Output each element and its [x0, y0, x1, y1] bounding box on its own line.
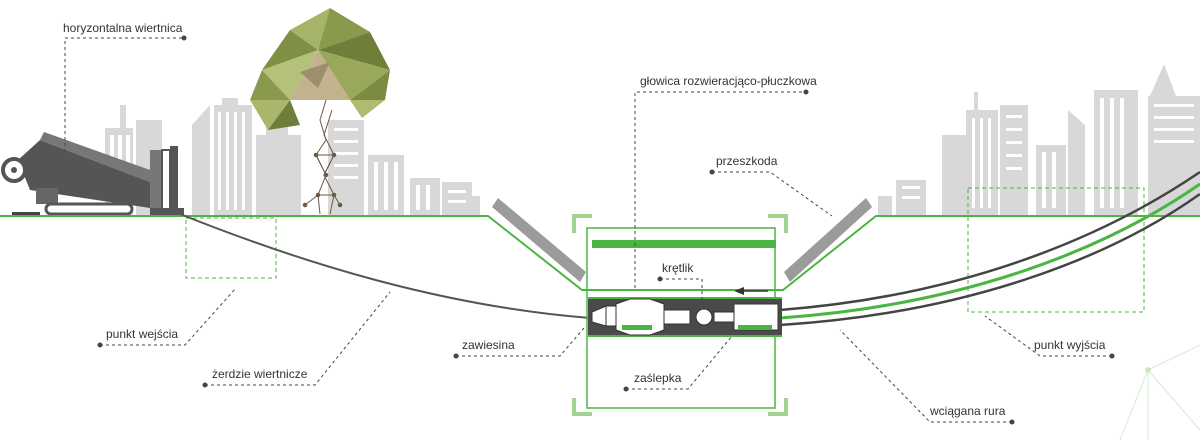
label-plug: zaślepka [634, 371, 682, 385]
exit-zone-box [967, 187, 1145, 313]
pulled-pipe-green [779, 182, 1200, 320]
leader-lines [64, 35, 1115, 425]
label-entry-point: punkt wejścia [106, 327, 178, 341]
reamer-green-mark [622, 325, 652, 330]
label-obstacle: przeszkoda [716, 154, 778, 168]
ground-line [0, 215, 1200, 291]
label-pulled-pipe: wciągana rura [929, 404, 1006, 418]
bore-tunnel [588, 297, 782, 337]
label-drill-rig: horyzontalna wiertnica [63, 21, 183, 35]
city-skyline-right-icon [878, 64, 1200, 216]
label-reamer: głowica rozwieracjąco-płuczkowa [640, 74, 817, 88]
drill-rods-line [179, 213, 591, 319]
obstacle-bar-left [492, 198, 586, 282]
plug-green-mark [738, 325, 772, 330]
low-poly-tree-icon [250, 8, 390, 215]
label-drill-rods: żerdzie wiertnicze [212, 367, 308, 381]
label-swivel: krętlik [662, 261, 694, 275]
pulled-pipe-outer-top [779, 170, 1200, 312]
entry-zone-box [185, 217, 277, 279]
label-suspension: zawiesina [462, 338, 515, 352]
left-arrow-icon [734, 287, 768, 295]
decorative-lines [1119, 344, 1200, 440]
obstacle-bar-right [784, 198, 872, 282]
pulled-pipe-outer-bottom [779, 192, 1200, 327]
label-exit-point: punkt wyjścia [1034, 338, 1106, 352]
horizontal-drill-rig-icon [1, 132, 184, 216]
